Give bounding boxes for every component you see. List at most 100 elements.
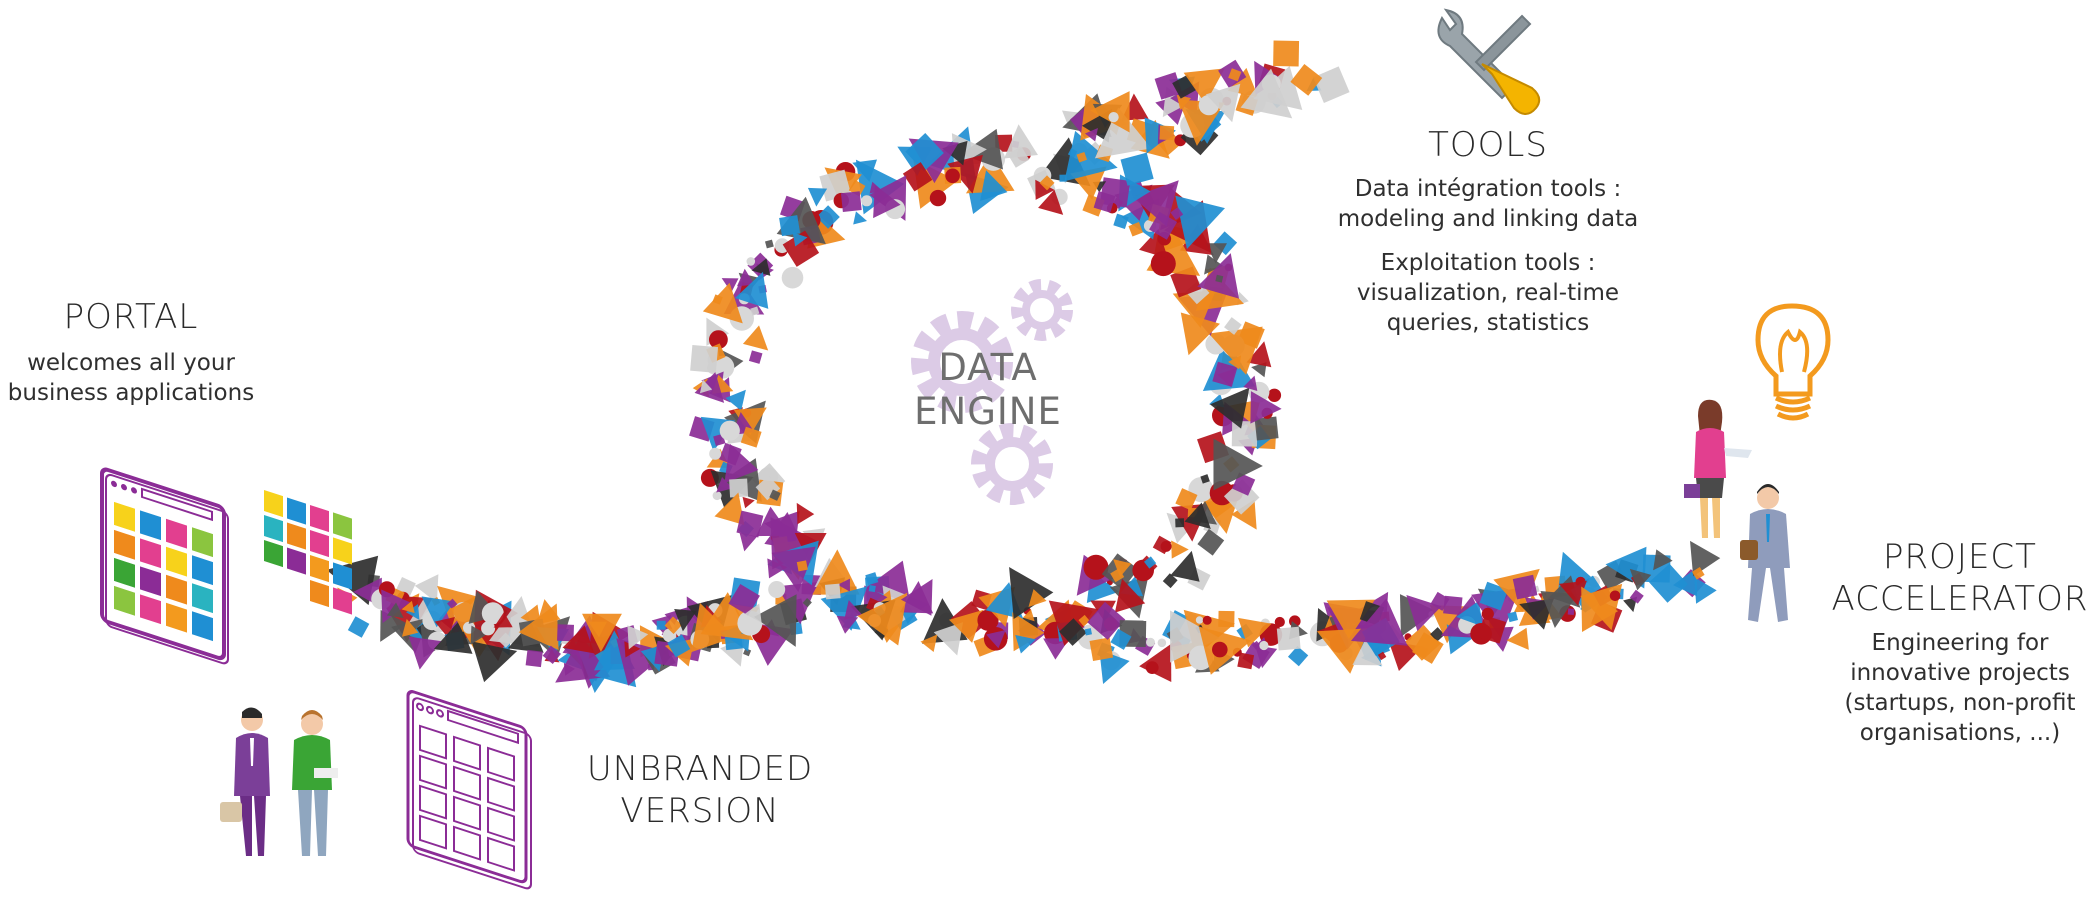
particle	[836, 615, 859, 634]
particle	[1128, 222, 1143, 237]
particle	[753, 594, 797, 647]
particle	[1197, 528, 1225, 556]
portal-window-icon	[100, 467, 229, 665]
particle	[1149, 211, 1178, 240]
particle	[1183, 68, 1225, 104]
particle	[1205, 83, 1241, 123]
particle	[905, 133, 944, 172]
particle	[861, 195, 873, 207]
particle	[852, 159, 878, 182]
particle	[656, 620, 666, 630]
app-tile	[264, 490, 283, 518]
tools-exploitation-line: visualization, real-time	[1356, 280, 1620, 306]
particle	[1246, 341, 1272, 368]
empty-tile	[487, 746, 515, 782]
empty-tile	[419, 784, 447, 820]
particle	[525, 649, 543, 668]
particle	[1159, 125, 1175, 141]
particle	[736, 268, 755, 287]
particle	[1208, 326, 1263, 375]
particle	[920, 634, 938, 652]
particle	[1170, 610, 1220, 663]
particle	[1430, 627, 1445, 642]
particle	[1377, 651, 1387, 661]
particle	[816, 205, 840, 229]
particle	[1238, 617, 1272, 648]
particle	[1215, 274, 1224, 283]
unbranded-title-line: UNBRANDED	[586, 749, 814, 789]
particle	[386, 602, 404, 619]
person-icon	[292, 710, 338, 856]
particle	[1240, 68, 1293, 119]
tools-integration-line: Data intégration tools :	[1354, 176, 1622, 202]
particle	[1202, 495, 1239, 534]
particle	[746, 257, 756, 266]
particle	[743, 648, 752, 657]
tools-integration: Data intégration tools : modeling and li…	[1298, 174, 1678, 234]
particle	[1506, 627, 1529, 650]
particle	[470, 625, 488, 645]
particle	[1110, 628, 1132, 650]
particle	[674, 608, 697, 632]
particle	[840, 191, 862, 212]
particle	[1326, 599, 1376, 639]
particle	[1512, 574, 1538, 600]
particle	[1162, 573, 1178, 589]
particle	[796, 560, 808, 572]
particle	[627, 625, 649, 650]
particle	[1145, 661, 1159, 674]
particle	[1113, 559, 1132, 578]
particle	[947, 154, 983, 194]
particle	[751, 258, 771, 276]
app-tile	[333, 537, 352, 565]
tools-block: TOOLS Data intégration tools : modeling …	[1298, 128, 1678, 338]
particle	[1273, 40, 1300, 67]
particle	[1479, 581, 1509, 611]
particle	[714, 492, 745, 525]
particle	[1231, 499, 1257, 530]
particle	[1028, 589, 1047, 608]
particle	[1629, 589, 1644, 604]
particle	[1038, 189, 1064, 215]
particle	[1267, 388, 1282, 402]
particle	[1204, 254, 1224, 275]
particle	[1250, 391, 1282, 424]
particle	[1231, 420, 1258, 447]
empty-tile	[453, 735, 481, 771]
particle	[1139, 229, 1168, 259]
particle	[1078, 614, 1090, 627]
particle	[1202, 615, 1212, 625]
particle	[582, 613, 622, 652]
particle	[868, 585, 876, 593]
particle	[1507, 611, 1519, 623]
particle	[796, 502, 815, 525]
screwdriver-icon	[1474, 14, 1541, 115]
data-engine-title-line: DATA	[938, 346, 1038, 389]
particle	[902, 162, 933, 192]
particle	[1114, 578, 1146, 613]
particle	[1059, 618, 1087, 646]
empty-tile	[419, 814, 447, 850]
app-tile	[310, 504, 329, 533]
app-tile	[287, 497, 306, 525]
particle	[769, 489, 781, 501]
app-tile	[166, 602, 187, 633]
particle	[837, 578, 850, 592]
particle	[1175, 488, 1198, 511]
portal-description-line: business applications	[7, 380, 255, 406]
particle	[742, 325, 769, 351]
particle	[1218, 610, 1235, 628]
particle	[1200, 474, 1210, 484]
particle	[1237, 652, 1255, 670]
empty-tile	[487, 806, 515, 842]
particle	[702, 282, 743, 324]
data-engine-title-line: ENGINE	[914, 390, 1062, 433]
empty-tile	[419, 754, 447, 790]
app-tile	[287, 547, 306, 575]
app-tile	[287, 522, 306, 550]
particle	[1009, 567, 1054, 620]
particle	[1170, 550, 1200, 582]
project-accelerator-description-line: Engineering for	[1871, 630, 2049, 656]
particle	[724, 443, 759, 484]
